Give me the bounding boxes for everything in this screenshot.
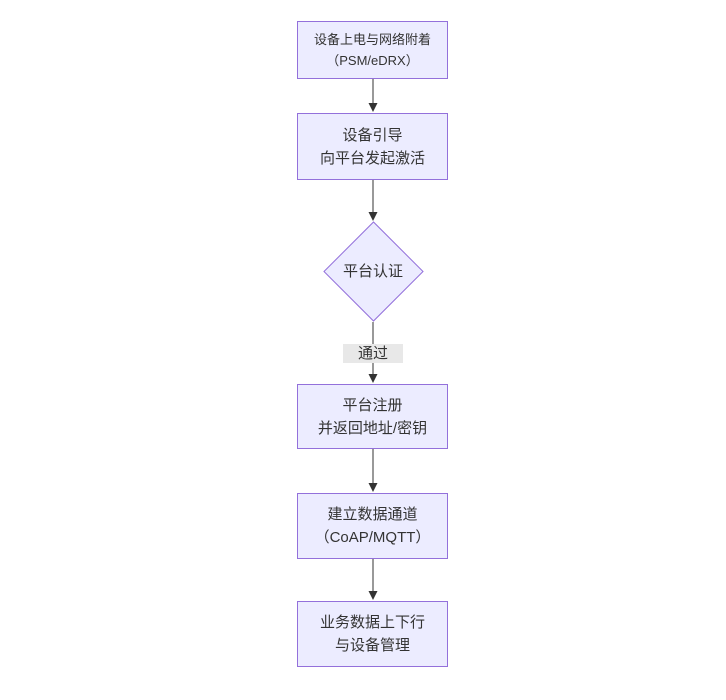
node-power-network-attach: 设备上电与网络附着 （PSM/eDRX） xyxy=(297,21,448,79)
node-label-line: 与设备管理 xyxy=(334,637,410,654)
decision-label: 平台认证 xyxy=(342,263,403,280)
node-platform-register: 平台注册 并返回地址/密钥 xyxy=(297,384,448,449)
arrow-head-3 xyxy=(368,374,378,383)
arrow-head-5 xyxy=(368,591,378,600)
node-label-line: 平台注册 xyxy=(342,396,403,414)
node-label-line: 业务数据上下行 xyxy=(319,614,425,631)
arrow-head-4 xyxy=(368,483,378,492)
node-data-channel: 建立数据通道 （CoAP/MQTT） xyxy=(297,493,448,559)
node-label-line: 建立数据通道 xyxy=(327,506,418,523)
node-device-bootstrap: 设备引导 向平台发起激活 xyxy=(297,113,448,180)
node-label-line: 向平台发起激活 xyxy=(319,149,425,167)
node-label-line: 并返回地址/密钥 xyxy=(317,419,428,437)
node-label-line: （PSM/eDRX） xyxy=(326,53,419,68)
edge-label-pass: 通过 xyxy=(343,344,403,363)
node-business-data: 业务数据上下行 与设备管理 xyxy=(297,601,448,667)
node-label-line: （CoAP/MQTT） xyxy=(314,529,431,546)
node-label-line: 设备引导 xyxy=(342,126,403,144)
node-label-line: 设备上电与网络附着 xyxy=(313,32,431,47)
arrow-head-1 xyxy=(368,103,378,112)
arrow-head-2 xyxy=(368,212,378,221)
